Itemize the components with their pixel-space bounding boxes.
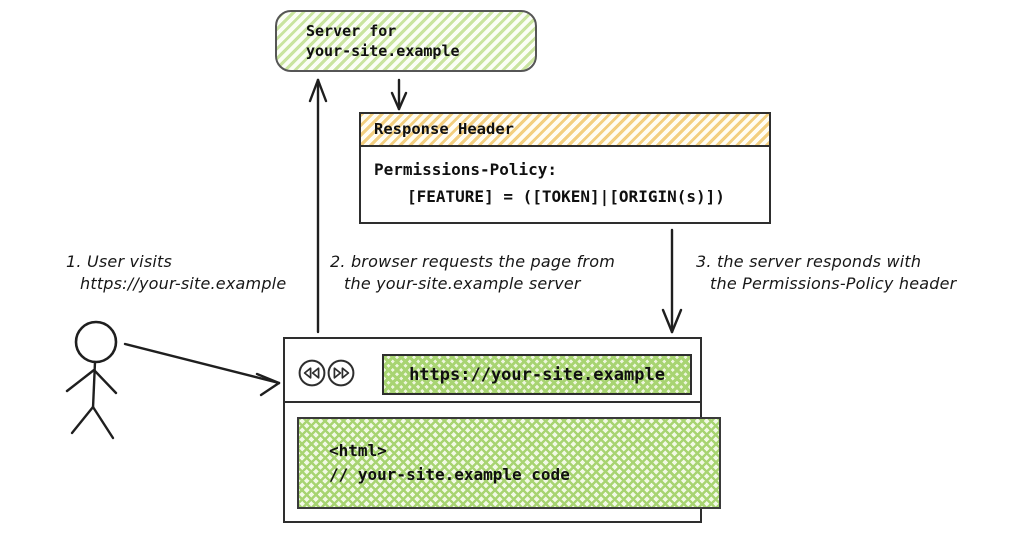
browser-window: https://your-site.example <html> // your… (283, 337, 721, 523)
user-stick-figure (65, 320, 118, 440)
policy-syntax: [FEATURE] = ([TOKEN]|[ORIGIN(s)]) (407, 187, 725, 206)
back-button (297, 358, 327, 388)
fast-forward-icon (327, 359, 355, 387)
policy-name: Permissions-Policy: (374, 160, 558, 179)
rewind-icon (298, 359, 326, 387)
arrow-browser-to-server (308, 78, 328, 334)
browser-toolbar: https://your-site.example (285, 339, 700, 403)
step-1-line2: https://your-site.example (80, 274, 287, 293)
response-header-title: Response Header (361, 114, 769, 147)
arrow-response-to-browser (661, 228, 683, 334)
response-header-body: Permissions-Policy: [FEATURE] = ([TOKEN]… (361, 147, 769, 222)
url-bar: https://your-site.example (382, 354, 692, 395)
step-2-line1: 2. browser requests the page from (330, 252, 615, 271)
server-label-line1: Server for (306, 22, 397, 40)
forward-button (326, 358, 356, 388)
step-1-line1: 1. User visits (66, 252, 173, 271)
arrow-server-to-response (390, 78, 408, 111)
step-3-label: 3. the server responds with the Permissi… (696, 251, 956, 295)
step-2-line2: the your-site.example server (344, 274, 581, 293)
code-line2: // your-site.example code (329, 465, 570, 484)
step-3-line2: the Permissions-Policy header (710, 274, 957, 293)
code-line1: <html> (329, 441, 387, 460)
step-2-label: 2. browser requests the page from the yo… (330, 251, 615, 295)
step-1-label: 1. User visits https://your-site.example (66, 251, 286, 295)
arrow-user-to-browser (123, 342, 281, 397)
server-label-line2: your-site.example (306, 42, 460, 60)
url-text: https://your-site.example (409, 364, 665, 385)
step-3-line1: 3. the server responds with (696, 252, 922, 271)
server-box: Server for your-site.example (275, 10, 537, 72)
page-content-box: <html> // your-site.example code (297, 417, 721, 509)
response-header-box: Response Header Permissions-Policy: [FEA… (359, 112, 771, 224)
